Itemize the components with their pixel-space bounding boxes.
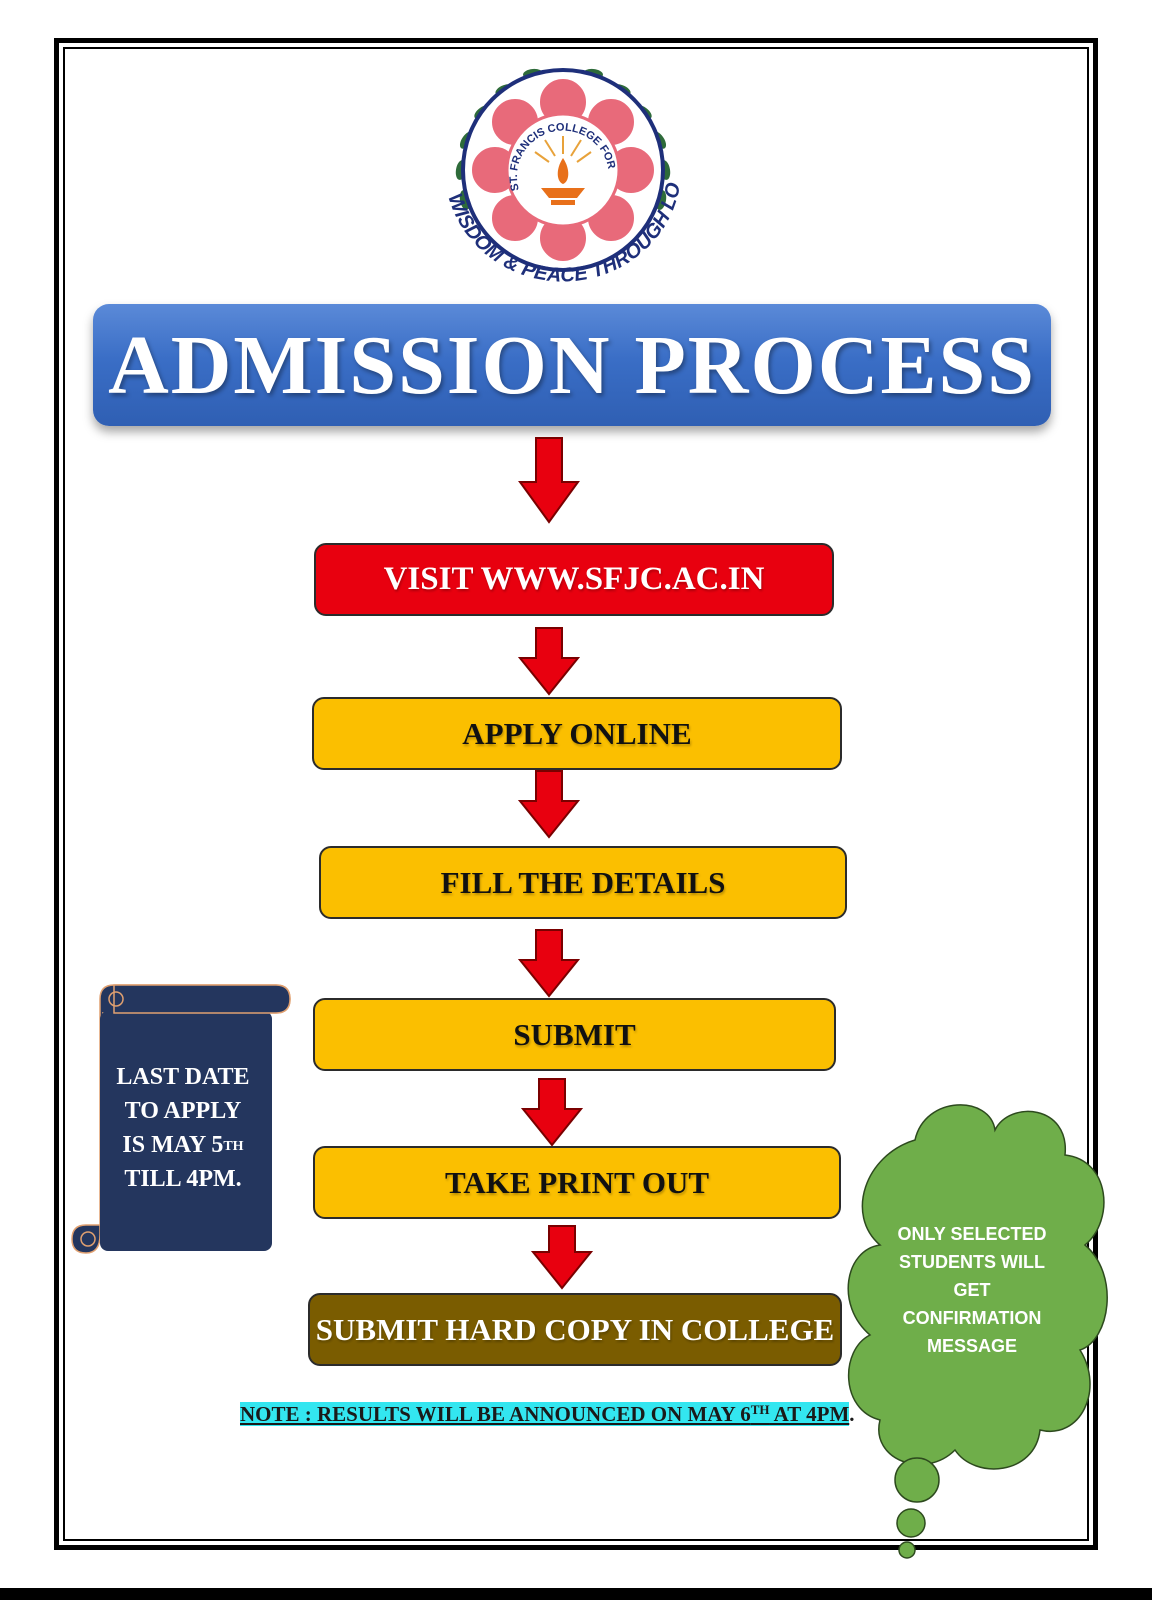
cloud-line: STUDENTS WILL bbox=[899, 1252, 1045, 1272]
cloud-line: GET bbox=[953, 1280, 991, 1300]
step-visit-website: VISIT WWW.SFJC.AC.IN bbox=[314, 543, 834, 616]
step-submit: SUBMIT bbox=[313, 998, 836, 1071]
step-label: TAKE PRINT OUT bbox=[444, 1164, 710, 1200]
step-label: SUBMIT bbox=[513, 1016, 636, 1052]
page-border-inner bbox=[63, 47, 1089, 1541]
step-label: SUBMIT HARD COPY IN COLLEGE bbox=[315, 1311, 835, 1347]
deadline-line: LAST DATE bbox=[116, 1064, 250, 1090]
step-submit-hard-copy: SUBMIT HARD COPY IN COLLEGE bbox=[308, 1293, 842, 1366]
down-arrow-icon bbox=[518, 929, 580, 998]
cloud-line: CONFIRMATION bbox=[902, 1308, 1042, 1328]
note-time: AT 4PM bbox=[769, 1402, 850, 1426]
note-date-suffix: TH bbox=[750, 1402, 770, 1417]
title-banner: ADMISSION PROCESS bbox=[93, 304, 1051, 426]
results-note: NOTE : RESULTS WILL BE ANNOUNCED ON MAY … bbox=[240, 1402, 855, 1427]
page-border-outer bbox=[54, 38, 1098, 1550]
college-logo: ST. FRANCIS COLLEGE FOR WOMEN WISDOM & P… bbox=[425, 50, 685, 287]
deadline-scroll bbox=[71, 984, 291, 1254]
deadline-line: TO APPLY bbox=[124, 1098, 242, 1124]
thought-cloud bbox=[847, 1104, 1108, 1559]
cloud-message: ONLY SELECTED STUDENTS WILL GET CONFIRMA… bbox=[877, 1220, 1067, 1360]
down-arrow-icon bbox=[531, 1225, 593, 1290]
deadline-text: LAST DATE TO APPLY IS MAY 5TH TILL 4PM. bbox=[100, 1060, 266, 1196]
deadline-line: IS MAY 5TH bbox=[100, 1128, 266, 1162]
deadline-date-suffix: TH bbox=[223, 1139, 244, 1154]
cloud-line: MESSAGE bbox=[926, 1336, 1018, 1356]
step-take-print-out: TAKE PRINT OUT bbox=[313, 1146, 841, 1219]
step-label: VISIT WWW.SFJC.AC.IN bbox=[383, 561, 765, 597]
lamp-icon bbox=[534, 136, 592, 205]
note-period: . bbox=[849, 1402, 855, 1426]
step-apply-online: APPLY ONLINE bbox=[312, 697, 842, 770]
down-arrow-icon bbox=[518, 770, 580, 839]
page-title: ADMISSION PROCESS bbox=[108, 318, 1036, 412]
deadline-line: TILL 4PM. bbox=[124, 1166, 242, 1192]
note-text: NOTE : RESULTS WILL BE ANNOUNCED ON MAY … bbox=[240, 1402, 751, 1426]
step-label: FILL THE DETAILS bbox=[440, 864, 726, 900]
step-fill-details: FILL THE DETAILS bbox=[319, 846, 847, 919]
down-arrow-icon bbox=[518, 437, 580, 524]
down-arrow-icon bbox=[518, 627, 580, 696]
bottom-rule bbox=[0, 1588, 1152, 1600]
step-label: APPLY ONLINE bbox=[462, 715, 692, 751]
results-note-highlight: NOTE : RESULTS WILL BE ANNOUNCED ON MAY … bbox=[240, 1402, 850, 1426]
cloud-line: ONLY SELECTED bbox=[897, 1224, 1047, 1244]
down-arrow-icon bbox=[521, 1078, 583, 1147]
deadline-date: IS MAY 5 bbox=[122, 1132, 224, 1158]
